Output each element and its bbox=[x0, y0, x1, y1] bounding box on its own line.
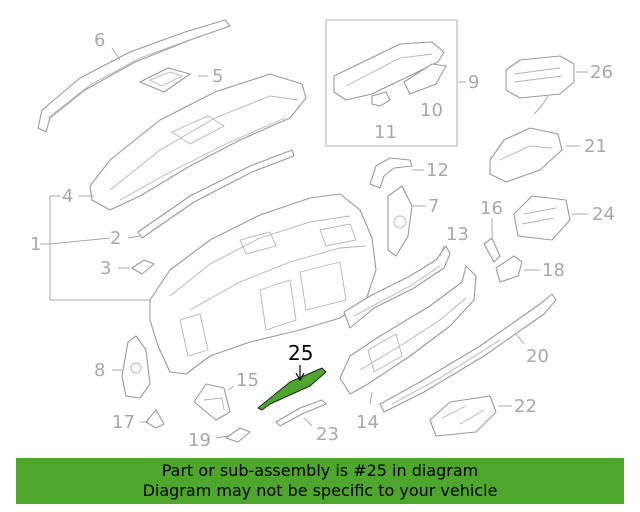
part-20-lower-trim[interactable] bbox=[379, 293, 557, 413]
part-9-vent-assembly[interactable] bbox=[333, 41, 445, 101]
callout-14: 14 bbox=[356, 412, 379, 433]
part-17-clip[interactable] bbox=[145, 409, 165, 429]
callout-16: 16 bbox=[480, 198, 503, 219]
banner-line-2: Diagram may not be specific to your vehi… bbox=[142, 481, 498, 500]
callout-6: 6 bbox=[94, 30, 105, 51]
part-12-handle[interactable] bbox=[369, 157, 413, 189]
part-14-center-fascia[interactable] bbox=[339, 265, 477, 395]
callout-8: 8 bbox=[94, 360, 105, 381]
part-10-trim-panel[interactable] bbox=[403, 63, 447, 95]
part-7-end-cap[interactable] bbox=[387, 185, 413, 257]
part-19-switch[interactable] bbox=[225, 427, 251, 443]
part-25-highlighted[interactable] bbox=[257, 365, 327, 411]
part-5-speaker-grille[interactable] bbox=[139, 67, 191, 93]
subassembly-box bbox=[325, 19, 458, 147]
part-4-upper-cover[interactable] bbox=[89, 73, 307, 211]
part-13-trim-strip[interactable] bbox=[343, 245, 451, 329]
part-16-switch[interactable] bbox=[483, 237, 501, 263]
part-6-trim-strip[interactable] bbox=[37, 19, 231, 133]
callout-7: 7 bbox=[428, 196, 439, 217]
callout-13: 13 bbox=[446, 224, 469, 245]
callout-26: 26 bbox=[590, 62, 613, 83]
callout-15: 15 bbox=[236, 370, 259, 391]
part-21-housing[interactable] bbox=[489, 127, 563, 183]
part-8-end-cap[interactable] bbox=[121, 335, 151, 399]
callout-25: 25 bbox=[288, 341, 313, 365]
callout-9: 9 bbox=[468, 72, 479, 93]
part-24-control-unit[interactable] bbox=[513, 195, 571, 241]
callout-2: 2 bbox=[110, 228, 121, 249]
part-18-vent[interactable] bbox=[495, 255, 523, 283]
info-banner: Part or sub-assembly is #25 in diagram D… bbox=[16, 458, 624, 504]
part-22-vent[interactable] bbox=[429, 395, 497, 437]
callout-4: 4 bbox=[62, 186, 73, 207]
part-3-clip[interactable] bbox=[131, 259, 155, 275]
callout-24: 24 bbox=[592, 204, 615, 225]
parts-diagram: 6 5 4 2 1 3 9 10 11 26 21 12 7 16 24 13 … bbox=[30, 19, 615, 451]
callout-3: 3 bbox=[100, 258, 111, 279]
part-11-bracket[interactable] bbox=[371, 91, 391, 107]
banner-line-1: Part or sub-assembly is #25 in diagram bbox=[161, 461, 479, 480]
callout-19: 19 bbox=[188, 430, 211, 451]
callout-1: 1 bbox=[30, 234, 41, 255]
callout-18: 18 bbox=[542, 260, 565, 281]
callout-17: 17 bbox=[112, 412, 135, 433]
callout-20: 20 bbox=[526, 346, 549, 367]
callout-23: 23 bbox=[316, 424, 339, 445]
part-23-trim-strip[interactable] bbox=[275, 399, 327, 427]
callout-22: 22 bbox=[514, 396, 537, 417]
part-1-instrument-panel[interactable] bbox=[149, 193, 377, 375]
leader-lines bbox=[40, 47, 588, 439]
part-2-seal-strip[interactable] bbox=[137, 149, 295, 239]
callout-5: 5 bbox=[212, 66, 223, 87]
part-15-bracket[interactable] bbox=[193, 383, 231, 421]
callout-21: 21 bbox=[584, 136, 607, 157]
callout-12: 12 bbox=[426, 160, 449, 181]
callout-11: 11 bbox=[374, 122, 397, 143]
callout-10: 10 bbox=[420, 100, 443, 121]
part-26-airbag-module[interactable] bbox=[505, 55, 575, 115]
